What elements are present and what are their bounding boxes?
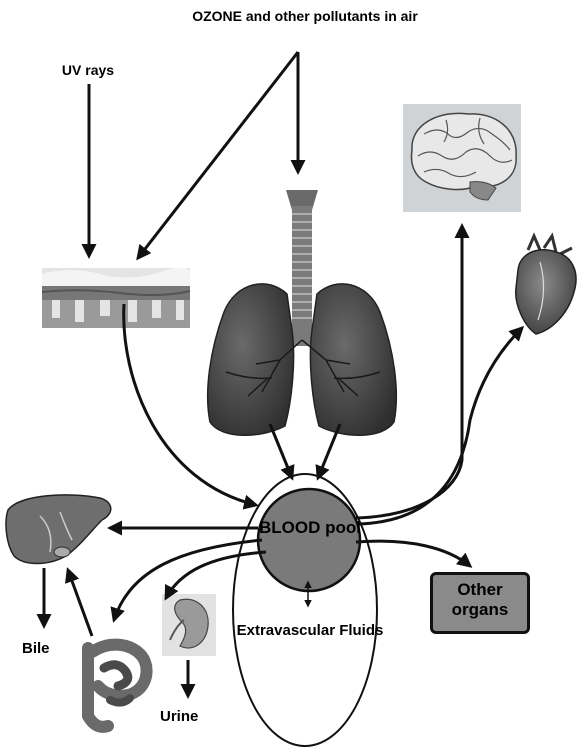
skin-section-icon (42, 267, 190, 328)
arrow-ozone-to-skin (138, 52, 298, 258)
liver-icon (6, 495, 111, 564)
ozone-label: OZONE and other pollutants in air (190, 8, 420, 24)
arrow-intestine-to-liver (68, 570, 92, 636)
urine-label: Urine (160, 708, 230, 725)
brain-icon (403, 104, 521, 212)
heart-icon (516, 236, 576, 334)
arrow-lung-right-to-blood (318, 424, 340, 478)
blood-pool-label: BLOOD pool (258, 518, 362, 538)
bile-label: Bile (22, 640, 72, 657)
arrow-blood-to-kidney (166, 552, 266, 598)
blood-pool-circle (258, 489, 360, 591)
lungs-trachea-icon (208, 190, 397, 435)
uv-rays-label: UV rays (48, 62, 128, 78)
kidney-icon (162, 594, 216, 656)
arrow-lung-left-to-blood (270, 424, 292, 478)
intestine-icon (88, 645, 147, 727)
other-organs-label: Other organs (430, 580, 530, 619)
extravascular-fluids-label: Extravascular Fluids (225, 622, 395, 639)
